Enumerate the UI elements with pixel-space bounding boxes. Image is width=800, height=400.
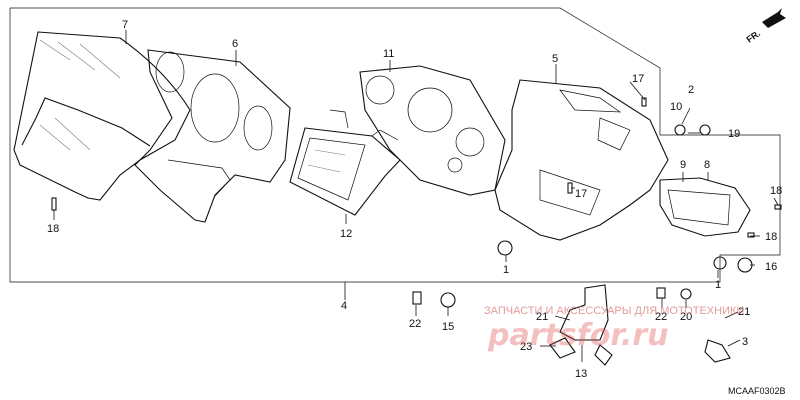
callout-18b: 18 [765, 231, 777, 243]
callout-19: 19 [728, 128, 740, 140]
fr-direction-indicator: FR. [745, 8, 786, 45]
callout-12: 12 [340, 228, 352, 240]
callout-1a: 1 [503, 264, 509, 276]
callout-11: 11 [383, 48, 394, 60]
callout-18a: 18 [770, 185, 782, 197]
meter-panel [134, 49, 291, 223]
callout-13: 13 [575, 368, 587, 380]
callout-10: 10 [670, 101, 682, 113]
fr-label: FR. [745, 28, 763, 45]
callout-17b: 17 [575, 188, 587, 200]
hardware [51, 97, 782, 308]
callout-6: 6 [232, 38, 238, 50]
meter-assembly [359, 65, 506, 196]
watermark-text: ЗАПЧАСТИ И АКСЕССУАРЫ ДЛЯ МОТОТЕХНИКИ [484, 305, 744, 317]
bracket [549, 284, 731, 366]
lcd-display [289, 109, 401, 216]
callout-3: 3 [742, 336, 748, 348]
callout-1b: 1 [715, 279, 721, 291]
callout-15: 15 [442, 321, 454, 333]
watermark-logo: partsfor.ru [487, 318, 668, 353]
callout-22a: 22 [409, 318, 421, 330]
meter-visor [13, 31, 191, 201]
callout-21a: 21 [536, 311, 548, 323]
meter-case [494, 79, 669, 241]
callout-2: 2 [688, 84, 694, 96]
callout-16: 16 [765, 261, 777, 273]
callout-7: 7 [122, 19, 128, 31]
callout-9: 9 [680, 159, 686, 171]
callout-22b: 22 [655, 311, 667, 323]
assembly-boundary [9, 7, 781, 283]
callout-21b: 21 [738, 306, 750, 318]
callout-17a: 17 [632, 73, 644, 85]
callout-18c: 18 [47, 223, 59, 235]
callout-labels: 7 6 11 5 17 2 10 19 9 8 18 18 16 17 12 1… [47, 19, 782, 380]
callout-5: 5 [552, 53, 558, 65]
watermark: ЗАПЧАСТИ И АКСЕССУАРЫ ДЛЯ МОТОТЕХНИКИ pa… [484, 305, 744, 353]
callout-23: 23 [520, 341, 532, 353]
meter-covers [659, 177, 751, 237]
callout-4: 4 [341, 300, 347, 312]
leader-lines [53, 30, 779, 362]
callout-8: 8 [704, 159, 710, 171]
callout-20: 20 [680, 311, 692, 323]
reference-code: MCAAF0302B [728, 386, 786, 396]
